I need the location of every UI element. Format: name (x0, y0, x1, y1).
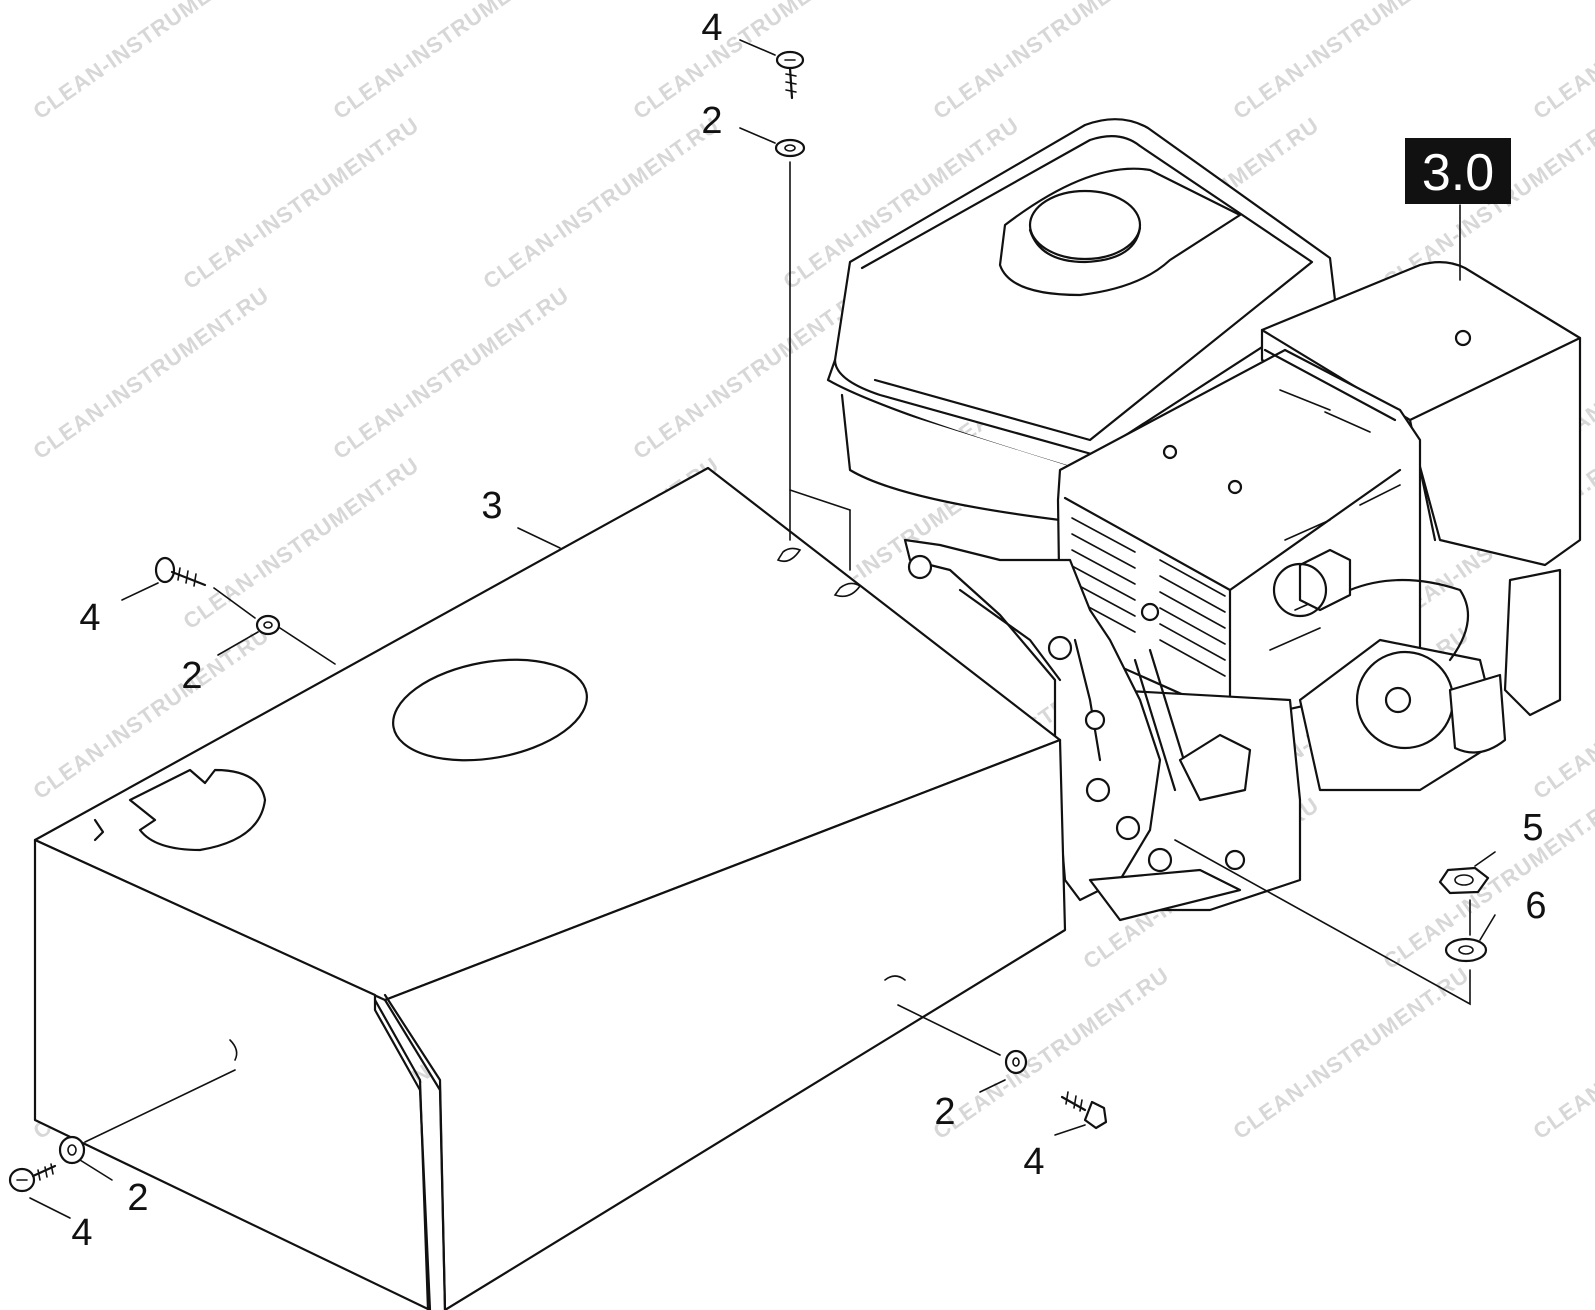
watermark-text: CLEAN-INSTRUMENT.RU (1229, 0, 1474, 124)
shroud-bolt-a-icon (1162, 444, 1178, 460)
mount-bolt-a-icon (907, 554, 933, 580)
shroud-bolt-b-icon (1227, 479, 1243, 495)
cover-hole-b (833, 582, 862, 598)
washer-left-icon (255, 614, 281, 636)
watermark-text: CLEAN-INSTRUMENT.RU (1379, 792, 1595, 974)
shroud-slot-a (1279, 389, 1331, 411)
pulley-nut-icon (1384, 686, 1412, 714)
watermark-text: CLEAN-INSTRUMENT.RU (329, 0, 574, 124)
watermark-text: CLEAN-INSTRUMENT.RU (329, 282, 574, 464)
fasteners (8, 50, 1490, 1193)
fuel-filter-cup (1448, 673, 1507, 754)
recoil-grille (1071, 484, 1401, 677)
cover-hood (33, 466, 1067, 1310)
fuel-tank-lid-outline (860, 135, 1314, 442)
callout-2-top: 2 (701, 100, 722, 142)
shroud-slot-b (1324, 411, 1371, 433)
fuel-cap-icon (1028, 189, 1142, 261)
fuel-tank (833, 118, 1337, 457)
pulley-icon (1355, 650, 1455, 750)
assembly-reference-badge: 3.0 (1405, 138, 1511, 204)
cover-opening-small (128, 768, 267, 852)
cover-fold-edge-b (383, 993, 447, 1310)
cover-right-panel (383, 738, 1067, 1310)
callout-2-bottom-right: 2 (934, 1091, 955, 1133)
oil-drain-icon (1147, 847, 1173, 873)
watermark-text: CLEAN-INSTRUMENT.RU (1529, 962, 1595, 1144)
badge-label: 3.0 (1422, 144, 1494, 202)
fuel-line (1348, 578, 1470, 662)
bracket-rib (958, 588, 1062, 682)
watermark-text: CLEAN-INSTRUMENT.RU (1529, 0, 1595, 124)
mount-bolt-c-icon (1084, 709, 1106, 731)
callout-4-left: 4 (79, 597, 100, 639)
engine-mount-bracket (903, 538, 1162, 902)
badge-background (1405, 138, 1511, 204)
mount-bolt-e-icon (1115, 815, 1141, 841)
washer-right-icon (1444, 937, 1488, 963)
cover-opening-large (392, 658, 588, 762)
screw-left-icon (154, 556, 207, 587)
cover-hole-a (776, 547, 802, 563)
washer-bottom-right-icon (1004, 1049, 1028, 1075)
cover-hole-c (884, 975, 906, 981)
switch-plate-icon (1272, 562, 1328, 618)
callout-4-bottom-right: 4 (1023, 1141, 1044, 1183)
air-cleaner-bolt-icon (1454, 329, 1472, 347)
callout-labels: 4 2 3 4 2 5 6 2 4 2 4 (71, 7, 1546, 1254)
watermark-text: CLEAN-INSTRUMENT.RU (1229, 962, 1474, 1144)
screw-top-icon (775, 50, 805, 100)
watermark-text: CLEAN-INSTRUMENT.RU (629, 282, 874, 464)
screw-bottom-right-icon (1060, 1091, 1108, 1130)
fuel-tank-body (840, 393, 1077, 522)
engine-base-foot (1088, 868, 1242, 922)
engine-unit (826, 118, 1582, 922)
callout-4-top: 4 (701, 7, 722, 49)
muffler-block (1503, 568, 1562, 717)
watermark-text: CLEAN-INSTRUMENT.RU (29, 0, 274, 124)
watermark-text: CLEAN-INSTRUMENT.RU (179, 452, 424, 634)
watermark-text: CLEAN-INSTRUMENT.RU (629, 0, 874, 124)
callout-2-left: 2 (181, 655, 202, 697)
watermark-text: CLEAN-INSTRUMENT.RU (929, 0, 1174, 124)
washer-bottom-left-icon (58, 1135, 86, 1165)
callout-5-nut: 5 (1522, 807, 1543, 849)
shaft-keyway (1178, 733, 1252, 802)
callout-6-washer: 6 (1525, 885, 1546, 927)
fuel-cap-rim (1028, 226, 1142, 264)
watermark-text: CLEAN-INSTRUMENT.RU (179, 112, 424, 294)
cover-hole-d (229, 1039, 238, 1061)
nut-icon (1438, 866, 1490, 895)
callout-2-bottom-left: 2 (127, 1177, 148, 1219)
callout-3-cover: 3 (481, 485, 502, 527)
base-stud-icon (1224, 849, 1246, 871)
watermark-text: CLEAN-INSTRUMENT.RU (479, 112, 724, 294)
washer-top-icon (774, 138, 806, 158)
mount-bolt-d-icon (1085, 777, 1111, 803)
shroud-top (1263, 348, 1397, 422)
tank-recess (998, 167, 1242, 297)
cover-fold-edge (373, 998, 430, 1310)
callout-4-bottom-left: 4 (71, 1212, 92, 1254)
leader-lines (29, 39, 1496, 1219)
crank-shaft (1133, 658, 1177, 792)
cover-notch (93, 818, 105, 842)
screw-bottom-left-icon (8, 1163, 57, 1193)
mount-bolt-b-icon (1047, 635, 1073, 661)
watermark-text: CLEAN-INSTRUMENT.RU (29, 282, 274, 464)
bracket-rib-b (1073, 638, 1102, 762)
